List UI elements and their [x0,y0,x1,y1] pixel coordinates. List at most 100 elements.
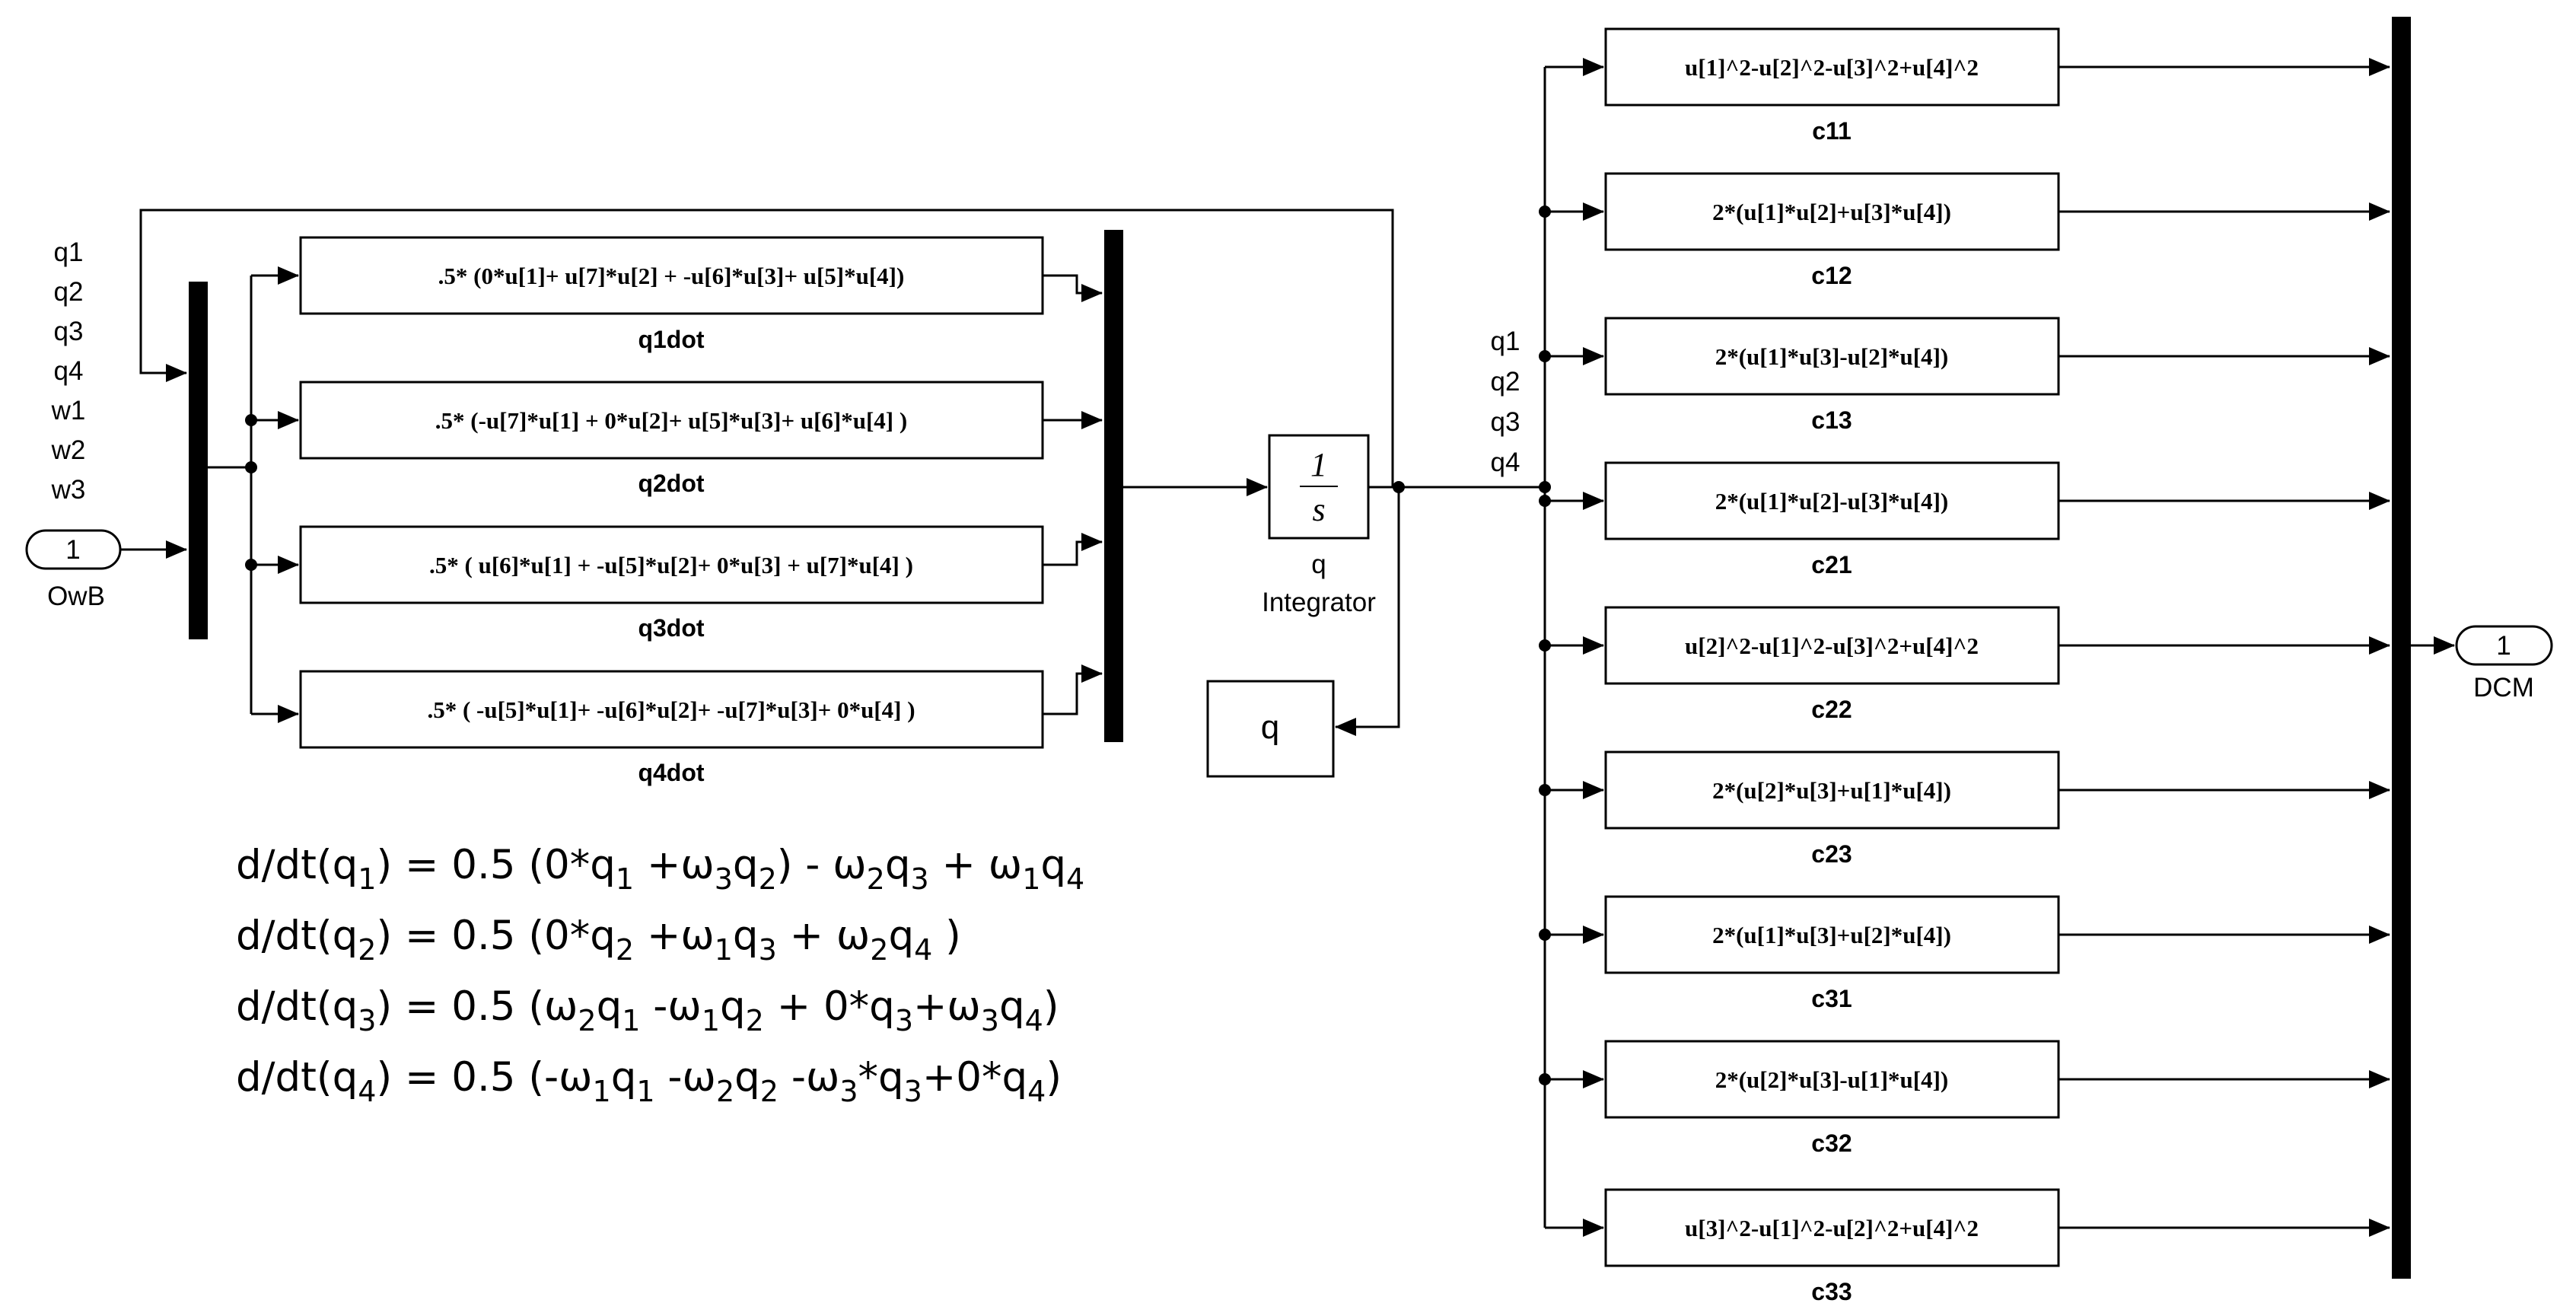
mux-bar-center[interactable] [1104,230,1123,742]
signal-label: w2 [51,435,86,465]
equation-text: q [888,913,914,959]
fcn-label: c21 [1811,551,1852,578]
goto-block-q[interactable]: q [1206,680,1335,778]
fcn-label: c13 [1811,406,1852,434]
equation-text: q [733,913,759,959]
equation-subscript: 3 [981,1004,999,1037]
equation-text: -ω [640,983,701,1030]
mux-bar-left[interactable] [189,282,208,639]
equation-subscript: 2 [716,1075,734,1108]
equation-subscript: 4 [914,933,932,967]
goto-tag: q [1261,709,1279,746]
equations-annotation: d/dt(q1) = 0.5 (0*q1 +ω3q2) - ω2q3 + ω1q… [236,842,1084,1108]
signal-label: q4 [1491,448,1520,477]
fcn-label: c33 [1811,1278,1852,1305]
fcn-expression: u[1]^2-u[2]^2-u[3]^2+u[4]^2 [1685,54,1979,81]
fcn-expression: 2*(u[2]*u[3]-u[1]*u[4]) [1715,1066,1949,1093]
signal-label: w1 [51,396,86,425]
integrator-label: Integrator [1262,588,1376,617]
equation-subscript: 1 [715,933,733,967]
equation-line: d/dt(q1) = 0.5 (0*q1 +ω3q2) - ω2q3 + ω1q… [236,842,1084,896]
wires-dcm-to-mux [2059,58,2390,1237]
signal-label: w3 [51,475,86,505]
equation-subscript: 3 [715,862,733,896]
fcn-block-q3dot[interactable]: .5* ( u[6]*u[1] + -u[5]*u[2]+ 0*u[3] + u… [299,525,1044,604]
fcn-block-c21[interactable]: 2*(u[1]*u[2]-u[3]*u[4]) [1604,461,2060,540]
fcn-block-c23[interactable]: 2*(u[2]*u[3]+u[1]*u[4]) [1604,750,2060,830]
equation-text: *q [858,1054,904,1101]
fcn-block-c33[interactable]: u[3]^2-u[1]^2-u[2]^2+u[4]^2 [1604,1188,2060,1267]
fcn-expression: .5* ( -u[5]*u[1]+ -u[6]*u[2]+ -u[7]*u[3]… [427,696,915,723]
equation-subscript: 1 [1022,862,1040,896]
fcn-label: c11 [1812,117,1852,145]
equation-subscript: 4 [1025,1004,1043,1037]
equation-line: d/dt(q4) = 0.5 (-ω1q1 -ω2q2 -ω3*q3+0*q4) [236,1054,1062,1108]
integrator-state-label: q [1311,550,1326,579]
equation-text: q [734,1054,760,1101]
fcn-block-c31[interactable]: 2*(u[1]*u[3]+u[2]*u[4]) [1604,895,2060,974]
equation-subscript: 3 [911,862,929,896]
equation-subscript: 1 [636,1075,654,1108]
fcn-block-c11[interactable]: u[1]^2-u[2]^2-u[3]^2+u[4]^2 [1604,27,2060,107]
fcn-block-c22[interactable]: u[2]^2-u[1]^2-u[3]^2+u[4]^2 [1604,606,2060,685]
equation-line: d/dt(q3) = 0.5 (ω2q1 -ω1q2 + 0*q3+ω3q4) [236,983,1059,1037]
fcn-label: c23 [1811,840,1852,868]
fcn-expression: .5* ( u[6]*u[1] + -u[5]*u[2]+ 0*u[3] + u… [429,552,913,578]
equation-text: ) = 0.5 (0*q [376,842,615,888]
equation-subscript: 3 [759,933,777,967]
outport-dcm[interactable]: 1 [2455,625,2553,666]
fcn-expression: 2*(u[1]*u[3]-u[2]*u[4]) [1715,343,1949,370]
fcn-label: q2dot [638,470,704,497]
equation-text: q [611,1054,637,1101]
equation-text: -ω [655,1054,716,1101]
fcn-label: q3dot [638,614,704,642]
fcn-expression: .5* (0*u[1]+ u[7]*u[2] + -u[6]*u[3]+ u[5… [438,263,905,289]
equation-text: q [597,983,623,1030]
fcn-label: c22 [1811,696,1852,723]
fcn-block-c32[interactable]: 2*(u[2]*u[3]-u[1]*u[4]) [1604,1040,2060,1119]
fcn-label: q4dot [638,759,704,786]
equation-text: d/dt(q [236,983,358,1030]
equation-subscript: 3 [895,1004,913,1037]
equation-text: ) = 0.5 (ω [376,983,578,1030]
equation-subscript: 2 [760,1075,779,1108]
wires-demux-to-qdot [208,266,299,723]
fcn-block-q2dot[interactable]: .5* (-u[7]*u[1] + 0*u[2]+ u[5]*u[3]+ u[6… [299,381,1044,460]
wires-integrator-out [1335,481,1545,736]
equation-text: ) [1043,983,1059,1030]
equation-subscript: 3 [358,1004,376,1037]
equation-text: d/dt(q [236,1054,358,1101]
equation-text: ) [1046,1054,1062,1101]
equation-text: ) - ω [777,842,867,888]
fcn-block-q1dot[interactable]: .5* (0*u[1]+ u[7]*u[2] + -u[6]*u[3]+ u[5… [299,236,1044,315]
fcn-block-c12[interactable]: 2*(u[1]*u[2]+u[3]*u[4]) [1604,172,2060,251]
fcn-expression: u[3]^2-u[1]^2-u[2]^2+u[4]^2 [1685,1215,1979,1241]
outport-label: DCM [2473,673,2534,703]
fcn-block-q4dot[interactable]: .5* ( -u[5]*u[1]+ -u[6]*u[2]+ -u[7]*u[3]… [299,670,1044,749]
equation-text: q [733,842,759,888]
equation-text: q [1040,842,1066,888]
equation-subscript: 1 [593,1075,611,1108]
signal-label: q1 [54,237,84,267]
fcn-label: c31 [1811,985,1852,1012]
inport-owb[interactable]: 1 [25,529,122,570]
fcn-label: c12 [1811,262,1852,289]
equation-text: + ω [929,842,1023,888]
equation-subscript: 1 [702,1004,720,1037]
equation-line: d/dt(q2) = 0.5 (0*q2 +ω1q3 + ω2q4 ) [236,913,961,967]
equation-text: q [885,842,911,888]
integrator-block[interactable]: 1 s [1268,434,1370,540]
fcn-block-c13[interactable]: 2*(u[1]*u[3]-u[2]*u[4]) [1604,317,2060,396]
inport-label: OwB [47,582,105,611]
equation-subscript: 2 [358,933,376,967]
mux-bar-right[interactable] [2392,17,2411,1279]
equation-subscript: 3 [904,1075,922,1108]
equation-text: d/dt(q [236,842,358,888]
equation-text: +ω [634,913,715,959]
equation-text: q [999,983,1025,1030]
equation-subscript: 1 [616,862,634,896]
equation-subscript: 4 [1066,862,1084,896]
integrator-den: s [1312,491,1325,528]
wire-q-feedback [139,209,1394,487]
